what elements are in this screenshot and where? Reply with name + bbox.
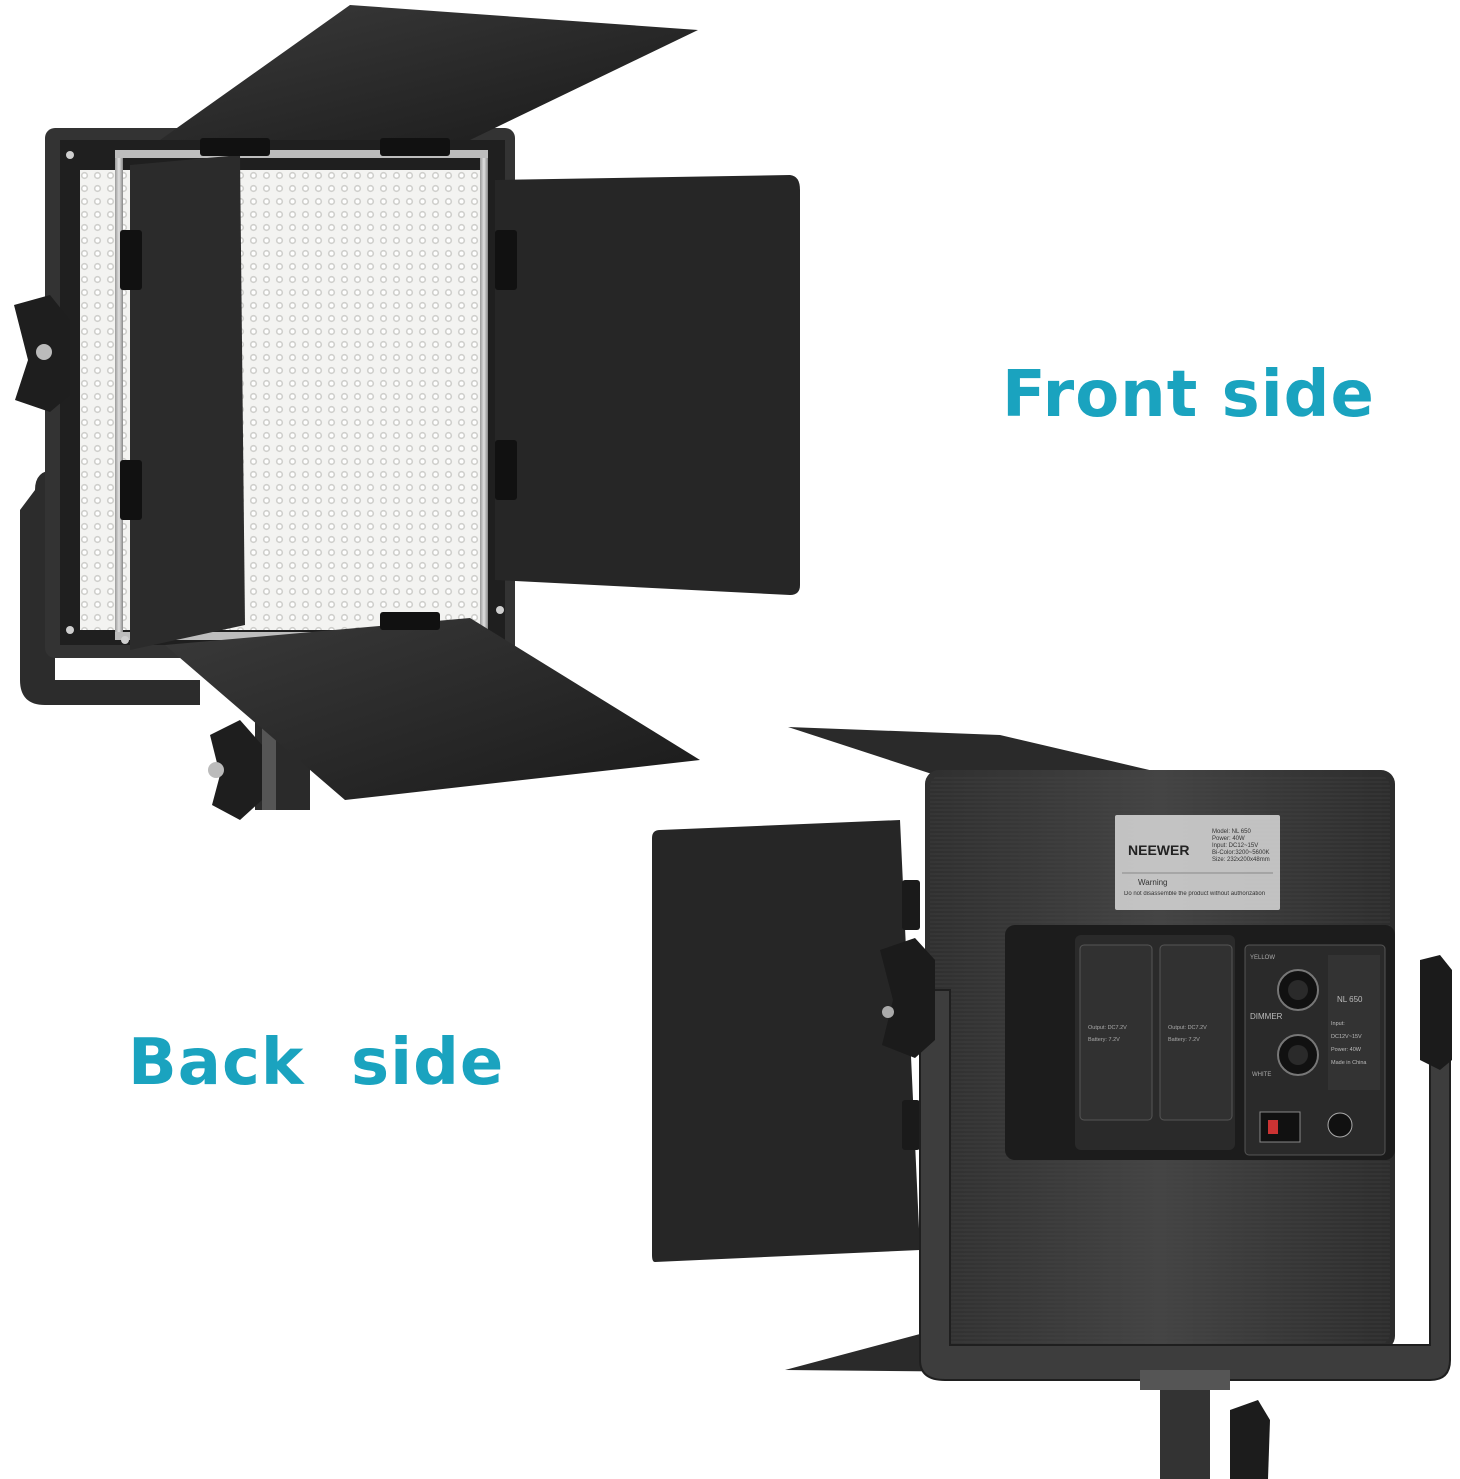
spec-line: Bi-Color:3200~5600K <box>1212 850 1270 856</box>
barn-door-bottom <box>165 618 700 800</box>
battery-line: Battery: 7.2V <box>1168 1037 1200 1043</box>
back-barn-door-left <box>652 820 920 1262</box>
dimmer-label: DIMMER <box>1250 1012 1283 1021</box>
brand-logo: NEEWER <box>1128 842 1190 858</box>
dc-input-port[interactable] <box>1327 1112 1353 1138</box>
control-spec-line: Power: 40W <box>1331 1047 1361 1053</box>
battery-line: Battery: 7.2V <box>1088 1037 1120 1043</box>
spec-line: Size: 232x200x48mm <box>1212 857 1270 863</box>
yellow-label: YELLOW <box>1250 955 1276 961</box>
barn-door-right <box>495 175 800 595</box>
stand-knob <box>208 720 262 820</box>
spec-line: Input: DC12~15V <box>1212 843 1259 849</box>
control-spec-line: Input: <box>1331 1021 1345 1027</box>
white-label: WHITE <box>1252 1072 1272 1078</box>
back-knob-right <box>1420 955 1452 1070</box>
control-specs: Input: DC12V~15V Power: 40W Made in Chin… <box>1331 1018 1383 1070</box>
control-spec-line: Made in China <box>1331 1060 1367 1066</box>
front-side-caption: Front side <box>1002 358 1375 432</box>
control-spec-line: DC12V~15V <box>1331 1034 1362 1040</box>
battery-plate-right <box>1159 944 1233 1121</box>
side-knob <box>14 295 70 412</box>
battery-line: Output: DC7.2V <box>1088 1025 1127 1031</box>
control-model: NL 650 <box>1337 995 1363 1004</box>
back-knob-left <box>880 938 935 1058</box>
front-light-photo <box>14 5 800 820</box>
u-bracket <box>20 470 200 705</box>
power-switch[interactable] <box>1259 1111 1301 1143</box>
spec-line: Model: NL 650 <box>1212 829 1251 835</box>
back-light-photo <box>652 727 1452 1479</box>
battery-left-text: Output: DC7.2V Battery: 7.2V <box>1088 1022 1148 1046</box>
battery-right-text: Output: DC7.2V Battery: 7.2V <box>1168 1022 1228 1046</box>
battery-line: Output: DC7.2V <box>1168 1025 1207 1031</box>
barn-door-top <box>160 5 698 140</box>
warning-title: Warning <box>1138 878 1168 887</box>
spec-lines: Model: NL 650 Power: 40W Input: DC12~15V… <box>1212 829 1282 864</box>
warning-text: Do not disassemble the product without a… <box>1124 891 1266 897</box>
barn-door-left <box>130 155 245 650</box>
spec-label-sticker <box>1115 815 1280 910</box>
back-stand <box>1160 1378 1210 1479</box>
spec-line: Power: 40W <box>1212 836 1245 842</box>
back-side-caption: Back side <box>128 1026 505 1100</box>
battery-plate-left <box>1079 944 1153 1121</box>
